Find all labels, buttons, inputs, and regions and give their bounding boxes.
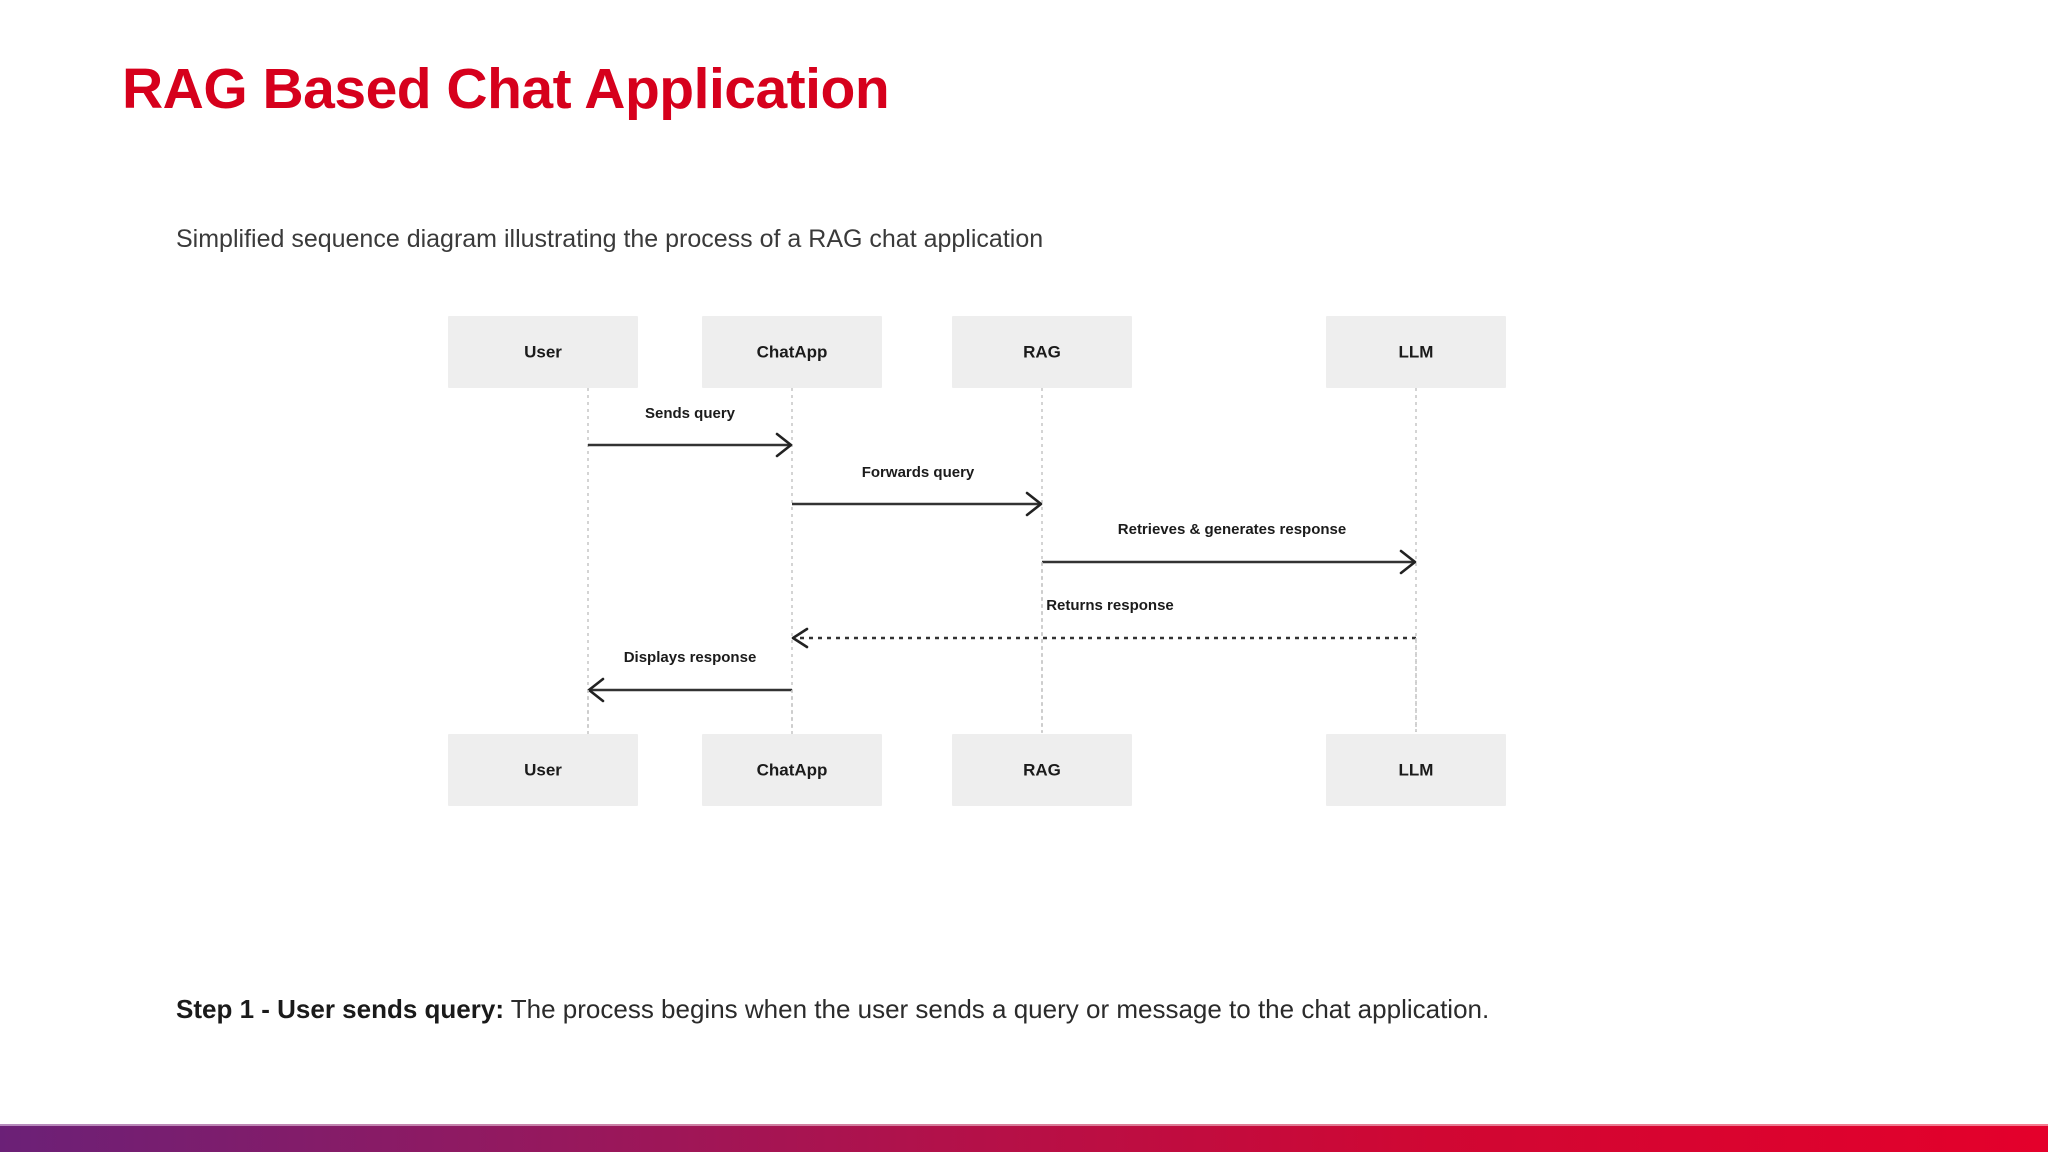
message-displays-response: Displays response — [587, 649, 792, 703]
message-label-displays-response: Displays response — [624, 649, 757, 666]
page-title: RAG Based Chat Application — [122, 57, 890, 121]
message-retrieves-generates-response: Retrieves & generates response — [1042, 521, 1417, 575]
message-sends-query: Sends query — [588, 405, 793, 458]
actor-label-user-top: User — [524, 342, 562, 361]
message-label-retrieves-generates-response: Retrieves & generates response — [1118, 521, 1346, 538]
footer-hairline — [0, 1124, 2048, 1126]
actor-label-chatapp-bottom: ChatApp — [757, 760, 828, 779]
actor-box-rect — [952, 734, 1132, 806]
arrow-head-right-icon — [1399, 549, 1417, 575]
actor-box-rect — [1326, 734, 1506, 806]
actor-box-top-rag: RAG — [952, 316, 1132, 388]
actor-box-rect — [448, 316, 638, 388]
step-caption: Step 1 - User sends query: The process b… — [176, 994, 1489, 1025]
actor-box-bottom-chatapp: ChatApp — [702, 734, 882, 806]
actor-label-llm-top: LLM — [1399, 342, 1434, 361]
message-forwards-query: Forwards query — [792, 464, 1043, 517]
arrow-head-left-icon — [791, 627, 809, 649]
lifelines-lower — [587, 562, 1417, 734]
actor-box-rect — [1326, 316, 1506, 388]
message-label-returns-response: Returns response — [1046, 597, 1174, 614]
arrow-head-right-icon — [1025, 491, 1043, 517]
sequence-diagram: User ChatApp RAG LLM Sends query — [420, 300, 1530, 820]
actor-box-bottom-user: User — [448, 734, 638, 806]
actor-label-chatapp-top: ChatApp — [757, 342, 828, 361]
message-label-sends-query: Sends query — [645, 405, 736, 422]
arrow-head-left-icon — [587, 677, 605, 703]
actor-box-rect — [702, 316, 882, 388]
step-caption-text: The process begins when the user sends a… — [504, 994, 1490, 1024]
actor-label-llm-bottom: LLM — [1399, 760, 1434, 779]
actor-box-top-user: User — [448, 316, 638, 388]
actor-label-rag-bottom: RAG — [1023, 760, 1061, 779]
actor-label-rag-top: RAG — [1023, 342, 1061, 361]
actor-box-bottom-rag: RAG — [952, 734, 1132, 806]
slide-subtitle: Simplified sequence diagram illustrating… — [176, 225, 1044, 253]
arrow-head-right-icon — [775, 432, 793, 458]
actor-label-user-bottom: User — [524, 760, 562, 779]
actor-box-rect — [702, 734, 882, 806]
actor-box-top-chatapp: ChatApp — [702, 316, 882, 388]
message-returns-response: Returns response — [791, 597, 1416, 649]
step-caption-strong: Step 1 - User sends query: — [176, 994, 504, 1024]
actor-box-rect — [952, 316, 1132, 388]
actor-box-rect — [448, 734, 638, 806]
actor-box-bottom-llm: LLM — [1326, 734, 1506, 806]
sequence-diagram-svg: User ChatApp RAG LLM Sends query — [448, 316, 1506, 806]
footer-gradient-bar — [0, 1126, 2048, 1152]
message-label-forwards-query: Forwards query — [862, 464, 975, 481]
actor-box-top-llm: LLM — [1326, 316, 1506, 388]
lifelines — [587, 388, 1417, 732]
